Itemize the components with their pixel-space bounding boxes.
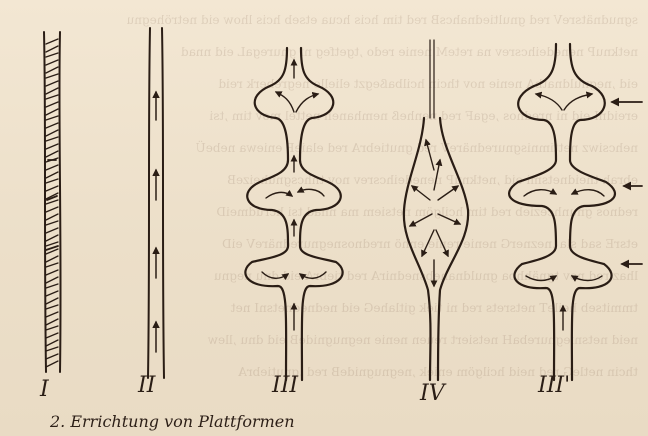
stage-iii-prime-platforms bbox=[509, 44, 642, 380]
hatch-line bbox=[46, 95, 58, 99]
hatch-line bbox=[46, 305, 58, 309]
hatch-line bbox=[46, 109, 58, 115]
hatch-line bbox=[46, 186, 58, 191]
hatch-line bbox=[46, 228, 58, 233]
hatch-line bbox=[46, 277, 58, 283]
hatch-line bbox=[46, 333, 58, 338]
hatch-line bbox=[46, 319, 58, 325]
hatch-line bbox=[46, 46, 58, 52]
hatch-line bbox=[46, 102, 58, 107]
stage-label-iv: IV bbox=[419, 381, 447, 406]
hatch-marks bbox=[46, 39, 58, 367]
hatch-line bbox=[46, 116, 58, 120]
hatch-line bbox=[46, 214, 58, 220]
hatch-line bbox=[46, 291, 58, 296]
stage-label-ii: II bbox=[137, 373, 157, 398]
hatch-line bbox=[46, 326, 58, 330]
hatch-line bbox=[46, 137, 58, 141]
hatch-line bbox=[46, 347, 58, 351]
hatch-line bbox=[46, 270, 58, 275]
figure-caption: 2. Errichtung von Plattformen bbox=[50, 412, 295, 431]
stage-label-iii: III bbox=[271, 373, 299, 398]
hatch-line bbox=[46, 256, 58, 262]
hatch-line bbox=[46, 60, 58, 65]
hatch-line bbox=[46, 172, 58, 178]
hatch-line bbox=[46, 263, 58, 267]
stage-iv-spindle bbox=[404, 40, 468, 380]
hatch-line bbox=[46, 67, 58, 73]
stage-ii-column bbox=[148, 28, 164, 378]
hatch-line bbox=[46, 53, 58, 57]
hatch-line bbox=[46, 221, 58, 225]
stage-i-hatched-column bbox=[44, 32, 61, 372]
hatch-line bbox=[46, 235, 58, 241]
hatch-line bbox=[46, 123, 58, 128]
hatch-line bbox=[46, 312, 58, 317]
stage-label-i: I bbox=[39, 377, 50, 402]
hatch-line bbox=[46, 242, 58, 246]
hatch-line bbox=[46, 298, 58, 304]
hatch-line bbox=[46, 74, 58, 78]
hatch-line bbox=[46, 284, 58, 288]
stage-label-iii-prime: III' bbox=[537, 373, 570, 398]
hatch-line bbox=[46, 130, 58, 136]
stage-labels: I II III IV III' bbox=[39, 373, 570, 406]
hatch-line bbox=[46, 361, 58, 367]
hatch-line bbox=[46, 179, 58, 183]
hatch-line bbox=[46, 207, 58, 212]
hatch-line bbox=[46, 354, 58, 359]
stage-iii-platforms bbox=[245, 48, 342, 380]
hatch-line bbox=[46, 151, 58, 157]
hatch-line bbox=[46, 144, 58, 149]
hatch-line bbox=[46, 39, 58, 44]
hatch-line bbox=[46, 88, 58, 94]
hatch-line bbox=[46, 81, 58, 86]
hatch-line bbox=[46, 165, 58, 170]
hatch-line bbox=[46, 340, 58, 346]
